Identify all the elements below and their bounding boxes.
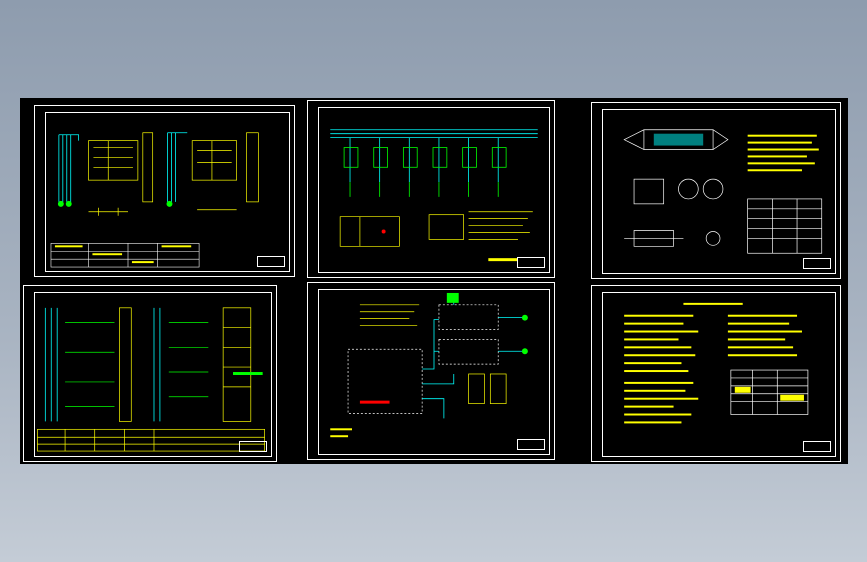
drawing-sheet-2[interactable] (307, 100, 555, 278)
sheet-6-drawing (624, 302, 809, 424)
sheet-1-frame (45, 112, 290, 272)
sheet-4-title-block (239, 441, 267, 452)
sheet-1-drawing (50, 132, 259, 268)
sheet-5-drawing (330, 292, 528, 438)
sheet-1-title-block (257, 256, 285, 267)
sheet-5-frame (318, 289, 550, 455)
sheet-4-frame (34, 292, 272, 457)
sheet-2-frame (318, 107, 550, 273)
sheet-4-drawing (37, 307, 265, 452)
sheet-5-title-block (517, 439, 545, 450)
sheet-2-title-block (517, 257, 545, 268)
drawing-viewport[interactable] (20, 98, 848, 464)
drawing-sheet-5[interactable] (307, 282, 555, 460)
sheet-2-drawing (330, 129, 538, 262)
drawing-sheet-4[interactable] (23, 285, 277, 462)
sheet-3-drawing (623, 129, 823, 254)
sheet-6-frame (602, 292, 836, 457)
sheet-6-title-block (803, 441, 831, 452)
drawing-sheet-3[interactable] (591, 102, 841, 279)
sheet-3-frame (602, 109, 836, 274)
sheet-3-title-block (803, 258, 831, 269)
drawing-sheet-6[interactable] (591, 285, 841, 462)
drawing-sheet-1[interactable] (34, 105, 295, 277)
